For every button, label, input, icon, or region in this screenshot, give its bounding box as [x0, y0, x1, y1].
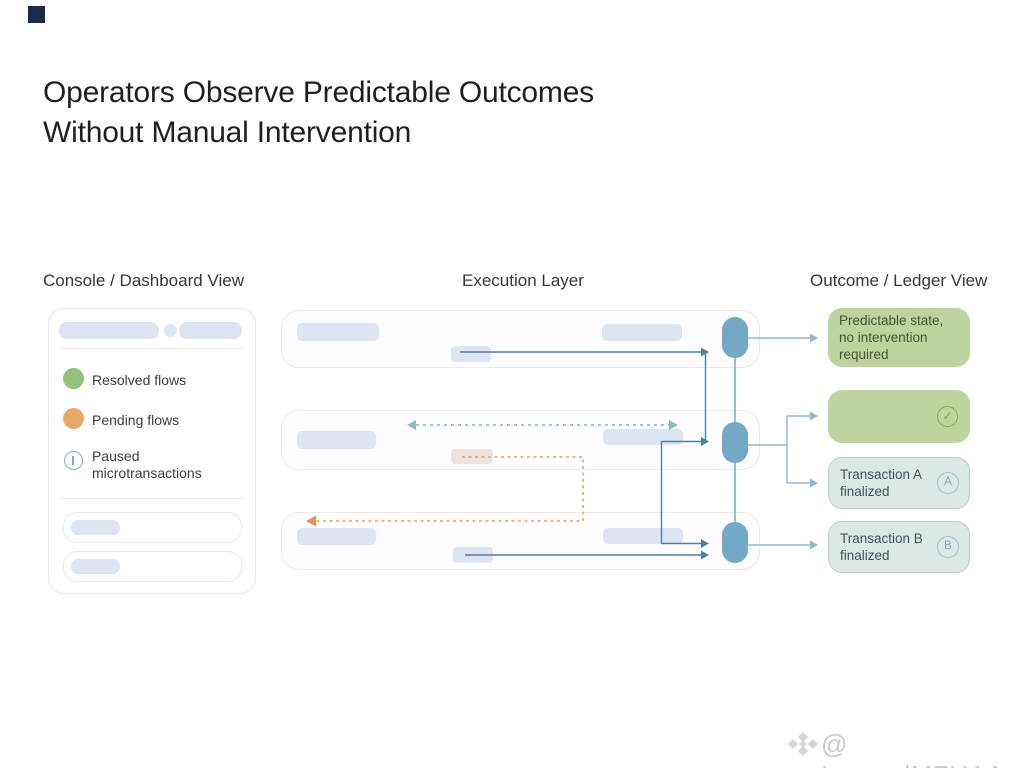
console-list-row — [63, 551, 242, 582]
console-dashboard-card: Resolved flows Pending flows Paused micr… — [48, 308, 256, 594]
skeleton-chip-pending — [451, 449, 493, 464]
outcome-box-text: Predictable state, no intervention requi… — [839, 313, 944, 362]
skeleton-chip — [453, 547, 493, 563]
pending-flows-dot-icon — [63, 408, 84, 429]
execution-node-2 — [722, 422, 748, 463]
outcome-box-text: Transaction A finalized — [840, 467, 922, 499]
divider — [61, 498, 243, 499]
page-title-line-2: Without Manual Intervention — [43, 116, 412, 149]
paused-info-icon — [64, 451, 83, 470]
skeleton-chip — [451, 346, 491, 362]
outcome-box-transaction-a: Transaction A finalized A — [828, 457, 970, 509]
skeleton-toolbar-pill-2 — [179, 322, 242, 339]
skeleton-block — [297, 431, 376, 449]
header-execution-layer: Execution Layer — [462, 271, 584, 290]
outcome-box-predictable-state: Predictable state, no intervention requi… — [828, 308, 970, 367]
execution-row-3 — [281, 512, 760, 570]
execution-node-3 — [722, 522, 748, 563]
legend-resolved-flows-label: Resolved flows — [92, 372, 187, 388]
execution-node-1 — [722, 317, 748, 358]
header-console-dashboard-view: Console / Dashboard View — [43, 271, 244, 290]
watermark-text: @ LegendMZUAA — [821, 729, 1004, 768]
skeleton-toolbar-dot — [164, 324, 177, 337]
skeleton-block — [297, 528, 376, 545]
skeleton-block — [297, 323, 379, 341]
resolved-flows-dot-icon — [63, 368, 84, 389]
execution-row-2 — [281, 410, 760, 470]
skeleton-block — [603, 429, 683, 445]
divider — [61, 348, 243, 349]
badge-a-icon: A — [937, 472, 959, 494]
skeleton-block — [603, 528, 683, 544]
console-list-row — [63, 512, 242, 543]
header-outcome-ledger-view: Outcome / Ledger View — [810, 271, 988, 290]
skeleton-block — [602, 324, 682, 341]
skeleton-row-pill — [71, 520, 120, 535]
outcome-box-text: Transaction B finalized — [840, 531, 923, 563]
execution-row-1 — [281, 310, 760, 368]
skeleton-toolbar-pill — [59, 322, 159, 339]
legend-pending-flows-label: Pending flows — [92, 412, 180, 428]
page-title: Operators Observe Predictable Outcomes W… — [43, 73, 594, 153]
watermark-diamond-logo-icon — [788, 732, 818, 756]
badge-b-icon: B — [937, 536, 959, 558]
check-circle-icon: ✓ — [937, 406, 958, 427]
legend-paused-microtransactions-label: Paused microtransactions — [92, 448, 202, 481]
skeleton-row-pill — [71, 559, 120, 574]
corner-marker — [28, 6, 45, 23]
outcome-box-transaction-b: Transaction B finalized B — [828, 521, 970, 573]
page-title-line-1: Operators Observe Predictable Outcomes — [43, 76, 594, 109]
outcome-arrowheads — [810, 333, 818, 550]
outcome-box-resolved: ✓ — [828, 390, 970, 443]
